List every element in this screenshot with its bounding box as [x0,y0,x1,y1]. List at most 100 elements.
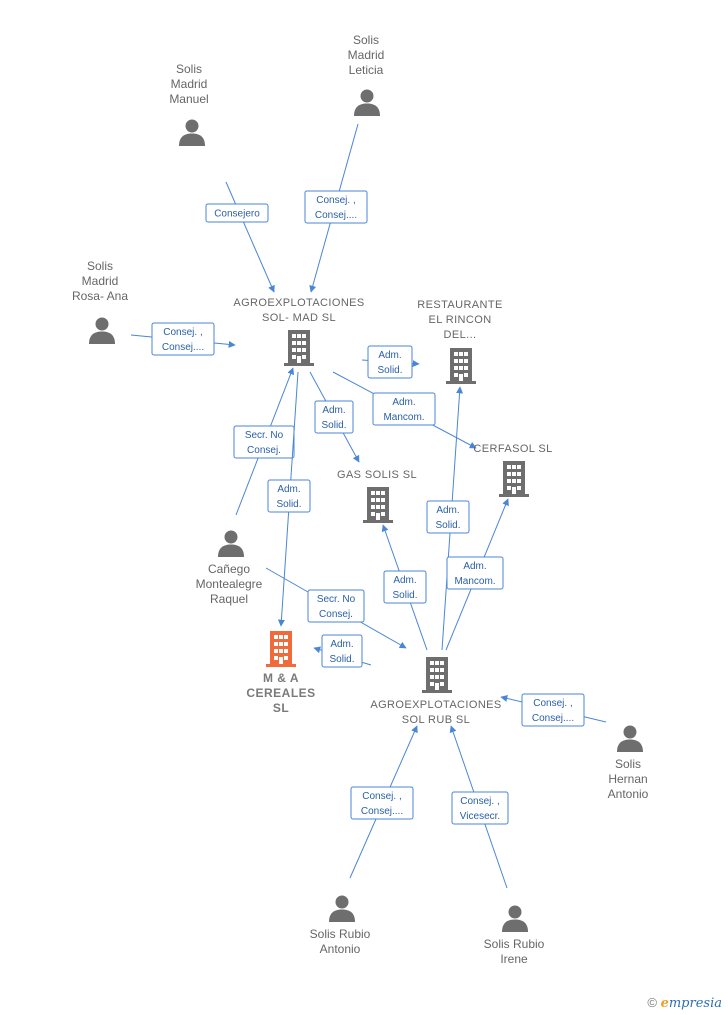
edge-label-text: Consej. [247,445,281,456]
edge-line [225,181,275,293]
person-icon[interactable] [89,317,115,345]
node-label-line: SL [273,701,289,715]
node-label-line: RESTAURANTE [417,299,502,311]
building-icon[interactable] [266,631,296,667]
node-label-line: Rosa- Ana [72,289,128,303]
edge-label-box[interactable] [372,392,436,426]
node-label-line: Montealegre [196,577,263,591]
company-node-c4[interactable]: GAS SOLIS SL [337,469,417,523]
node-label-line: Manuel [169,92,208,106]
edge-label-text: Mancom. [383,412,424,423]
company-node-c3[interactable]: CERFASOL SL [473,443,552,497]
building-icon[interactable] [499,461,529,497]
edge-label-text: Solid. [276,499,301,510]
node-label-line: Solis [87,259,113,273]
node-label-line: CEREALES [246,686,315,700]
edge-label-box[interactable] [151,322,215,356]
edge-label-text: Consej. , [533,698,572,709]
node-label-line: Madrid [82,274,119,288]
building-icon[interactable] [422,657,452,693]
edge-label-box[interactable] [307,589,365,623]
node-label-line: EL RINCON [428,314,491,326]
edge-c1-to-c4: Adm. Solid. [309,371,360,463]
edge-p2-to-c1: Consej. , Consej.... [304,123,368,293]
edge-c6-to-c3: Adm. Mancom. [445,498,509,651]
edge-label-box[interactable] [426,500,470,534]
edge-label-text: Adm. [463,561,486,572]
edge-label-box[interactable] [446,556,504,590]
node-label-line: M & A [263,671,299,685]
company-node-c2[interactable]: RESTAURANTE EL RINCON DEL... [417,299,502,384]
person-icon[interactable] [179,119,205,147]
edge-c6-to-c2: Adm. Solid. [426,386,470,651]
edge-label-box[interactable] [267,479,311,513]
edge-label-box[interactable] [451,791,509,825]
edge-p1-to-c1: Consejero [205,181,275,293]
edge-label-text: Consej. [319,609,353,620]
brand-footer: © empresia [647,995,722,1011]
copyright-icon: © [647,995,657,1010]
edge-label-box[interactable] [383,570,427,604]
edge-label-box[interactable] [304,190,368,224]
edge-label-text: Consej. , [316,195,355,206]
building-icon[interactable] [446,348,476,384]
edge-label-box[interactable] [521,693,585,727]
node-label-line: GAS SOLIS SL [337,469,417,481]
edge-label-box[interactable] [233,425,295,459]
edge-label-text: Solid. [321,420,346,431]
edge-label-text: Adm. [393,575,416,586]
edge-label-text: Vicesecr. [460,811,500,822]
building-icon[interactable] [363,487,393,523]
brand-logo[interactable]: empresia [660,996,722,1011]
edge-label-box[interactable] [321,634,363,668]
edge-p3-to-c1: Consej. , Consej.... [130,322,236,356]
edge-label-box[interactable] [314,400,354,434]
node-label-line: DEL... [444,329,477,341]
node-label-line: Solis [353,33,379,47]
edge-label-box[interactable] [205,203,269,223]
person-icon[interactable] [502,905,528,933]
edge-label-box[interactable] [350,786,414,820]
node-label-line: Solis [615,757,641,771]
node-label-line: AGROEXPLOTACIONES [370,699,501,711]
edge-c1-to-c3: Adm. Mancom. [332,371,477,449]
building-icon[interactable] [284,330,314,366]
edge-label-text: Mancom. [454,576,495,587]
edge-label-box[interactable] [367,345,413,379]
edge-label-text: Adm. [322,405,345,416]
edge-label-text: Solid. [392,590,417,601]
edge-label-text: Adm. [392,397,415,408]
edge-label-text: Consej.... [162,342,204,353]
node-label-line: Cañego [208,562,250,576]
edge-label-text: Adm. [436,505,459,516]
edge-label-text: Consej. , [163,327,202,338]
edge-c1-to-c5: Adm.Solid. [267,371,311,627]
edge-p5-to-c6: Consej. ,Consej.... [500,693,607,727]
edge-p7-to-c6: Consej. ,Vicesecr. [449,725,509,889]
company-node-c6[interactable]: AGROEXPLOTACIONES SOL RUB SL [370,657,501,726]
person-icon[interactable] [329,895,355,923]
edge-label-text: Consej.... [361,806,403,817]
person-icon[interactable] [218,530,244,558]
node-label-line: Solis [176,62,202,76]
node-label-line: SOL RUB SL [402,714,470,726]
edge-label-text: Solid. [435,520,460,531]
edge-c6-to-c4: Adm. Solid. [381,524,428,651]
node-label-line: Hernan [608,772,647,786]
edge-label-text: Adm. [378,350,401,361]
person-icon[interactable] [617,725,643,753]
edge-label-text: Consej.... [315,210,357,221]
person-icon[interactable] [354,89,380,117]
edge-c1-to-c2: Adm.Solid. [361,345,420,379]
